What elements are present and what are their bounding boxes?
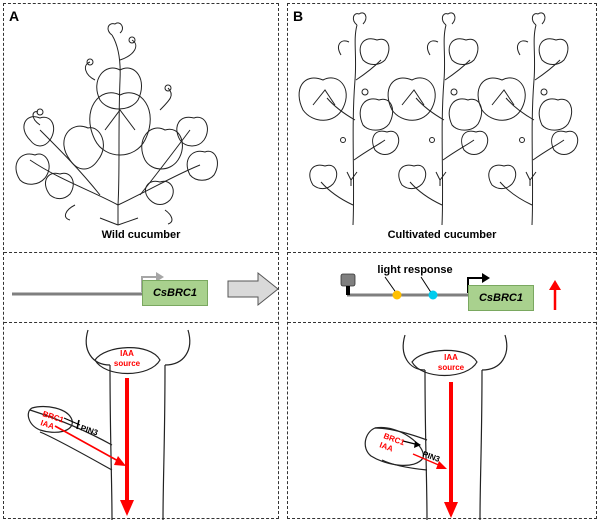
pin3-label-a: PIN3 <box>79 423 99 437</box>
panel-b-apex-diagram: IAA source BRC1 IAA PIN3 <box>364 334 508 521</box>
cultivated-cucumber-plants-illustration <box>298 12 579 226</box>
light-response-site-cyan <box>428 290 438 300</box>
panel-b-divider-1 <box>288 252 596 253</box>
iaa-source-label-1-b: IAA <box>444 353 458 362</box>
light-response-label: light response <box>377 264 453 276</box>
iaa-source-label-2-a: source <box>114 359 141 368</box>
gene-box-b: CsBRC1 <box>468 285 534 311</box>
cultivated-plant-3 <box>477 12 579 226</box>
cultivated-plant-1 <box>298 12 400 226</box>
promoter-element <box>340 273 356 287</box>
stem-left-edge-a <box>109 364 113 521</box>
bud-iaa-label-a: IAA <box>39 418 55 431</box>
bud-iaa-label-b: IAA <box>378 440 394 453</box>
panel-b-label: B <box>293 8 304 24</box>
axillary-bud-a <box>27 405 73 433</box>
wild-cucumber-plant-illustration <box>15 22 218 226</box>
light-response-site-yellow <box>392 290 402 300</box>
panel-b-caption: Cultivated cucumber <box>387 229 497 241</box>
panel-b <box>287 3 597 519</box>
panel-b-gene-track <box>340 273 561 310</box>
panel-a <box>3 3 279 519</box>
bud-export-arrow-b <box>412 453 442 467</box>
axillary-bud-b <box>364 426 424 466</box>
panel-a-caption: Wild cucumber <box>101 229 181 241</box>
iaa-source-label-1-a: IAA <box>120 349 134 358</box>
stem-right-edge-a <box>162 364 166 521</box>
gene-box-a: CsBRC1 <box>142 280 208 306</box>
bud-export-arrow-a <box>54 425 121 463</box>
apex-dome-a <box>94 347 161 375</box>
panel-a-label: A <box>9 8 20 24</box>
panel-b-divider-2 <box>288 322 596 323</box>
tss-arrowhead-a <box>156 272 164 282</box>
iaa-main-arrowhead-a <box>120 500 134 516</box>
wild-to-cultivated-arrow <box>227 271 279 307</box>
panel-a-divider-1 <box>4 252 278 253</box>
panel-a-apex-diagram: IAA source BRC1 IAA PIN3 <box>27 329 191 521</box>
cultivated-plant-2 <box>387 12 489 226</box>
bud-export-arrowhead-a <box>114 456 126 466</box>
panel-a-divider-2 <box>4 322 278 323</box>
iaa-source-label-2-b: source <box>438 363 465 372</box>
